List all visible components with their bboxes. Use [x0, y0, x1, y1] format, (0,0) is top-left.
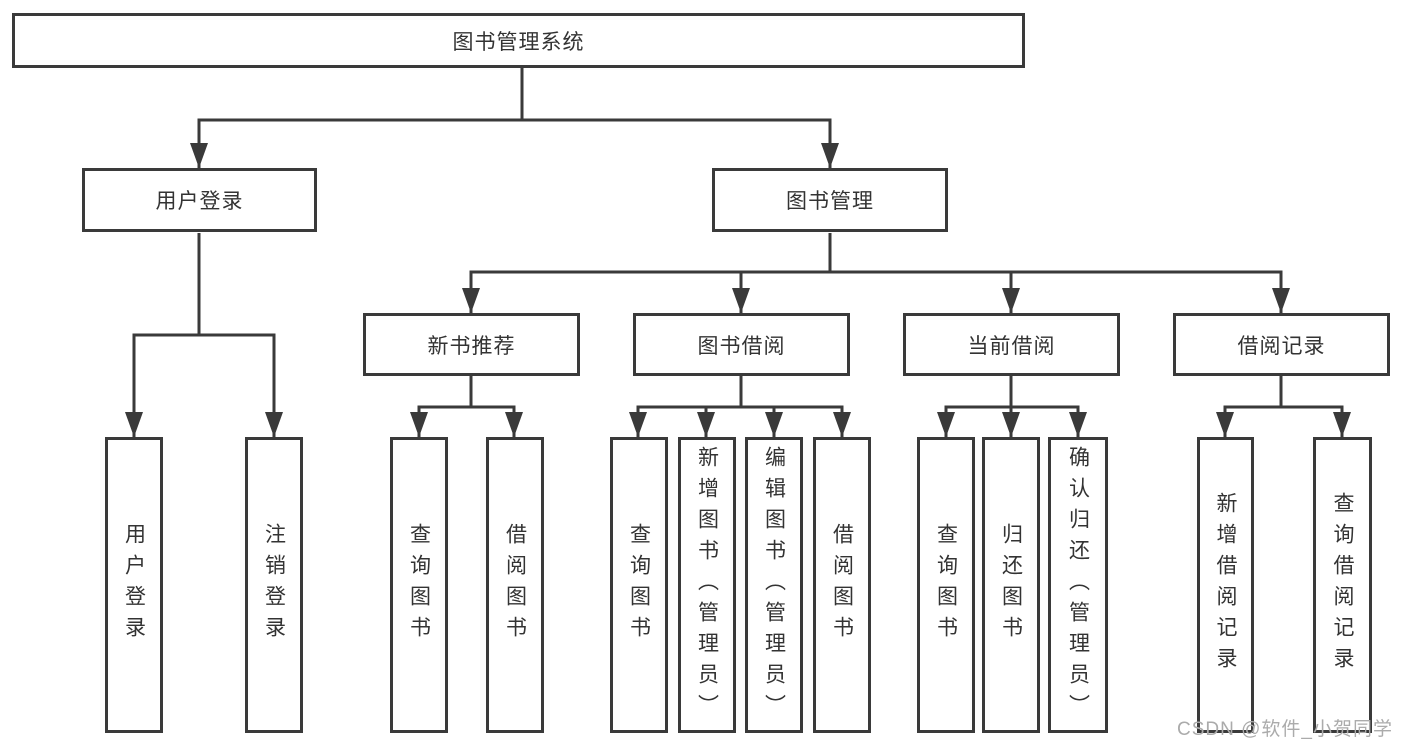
- node-label: 当前借阅: [967, 334, 1056, 358]
- leaf-return-book: 归还图书: [982, 437, 1040, 733]
- node-library-system-root: 图书管理系统: [12, 13, 1025, 68]
- leaf-add-book-admin: 新增图书（管理员）: [678, 437, 736, 733]
- node-label: 图书管理系统: [452, 30, 585, 54]
- leaf-label: 查询借阅记录: [1331, 492, 1354, 678]
- leaf-label: 归还图书: [999, 523, 1023, 647]
- leaf-label: 新增图书（管理员）: [695, 445, 719, 725]
- node-borrow-records: 借阅记录: [1173, 313, 1390, 376]
- leaf-borrow-book-recommend: 借阅图书: [486, 437, 544, 733]
- leaf-label: 借阅图书: [503, 523, 527, 647]
- leaf-query-book-borrow: 查询图书: [610, 437, 668, 733]
- leaf-add-borrow-record: 新增借阅记录: [1197, 437, 1254, 733]
- leaf-query-borrow-record: 查询借阅记录: [1313, 437, 1372, 733]
- leaf-user-login: 用户登录: [105, 437, 163, 733]
- leaf-label: 查询图书: [934, 523, 958, 647]
- node-label: 用户登录: [155, 190, 244, 213]
- csdn-watermark: CSDN @软件_小贺同学: [1177, 719, 1393, 740]
- node-label: 图书管理: [786, 190, 874, 213]
- node-label: 图书借阅: [697, 334, 786, 358]
- leaf-confirm-return-admin: 确认归还（管理员）: [1048, 437, 1108, 733]
- leaf-label: 用户登录: [122, 523, 146, 647]
- leaf-label: 借阅图书: [830, 523, 854, 647]
- leaf-label: 确认归还（管理员）: [1066, 445, 1090, 725]
- leaf-logout: 注销登录: [245, 437, 303, 733]
- leaf-edit-book-admin: 编辑图书（管理员）: [745, 437, 803, 733]
- leaf-label: 新增借阅记录: [1214, 492, 1237, 678]
- node-label: 借阅记录: [1237, 334, 1326, 358]
- leaf-query-book-current: 查询图书: [917, 437, 975, 733]
- node-user-login: 用户登录: [82, 168, 317, 232]
- leaf-label: 编辑图书（管理员）: [762, 445, 786, 725]
- node-new-book-recommend: 新书推荐: [363, 313, 580, 376]
- node-book-management: 图书管理: [712, 168, 948, 232]
- node-book-borrow: 图书借阅: [633, 313, 850, 376]
- leaf-query-book-recommend: 查询图书: [390, 437, 448, 733]
- leaf-label: 查询图书: [407, 523, 431, 647]
- node-label: 新书推荐: [427, 334, 516, 358]
- leaf-label: 查询图书: [627, 523, 651, 647]
- leaf-label: 注销登录: [262, 523, 286, 647]
- leaf-borrow-book: 借阅图书: [813, 437, 871, 733]
- node-current-borrow: 当前借阅: [903, 313, 1120, 376]
